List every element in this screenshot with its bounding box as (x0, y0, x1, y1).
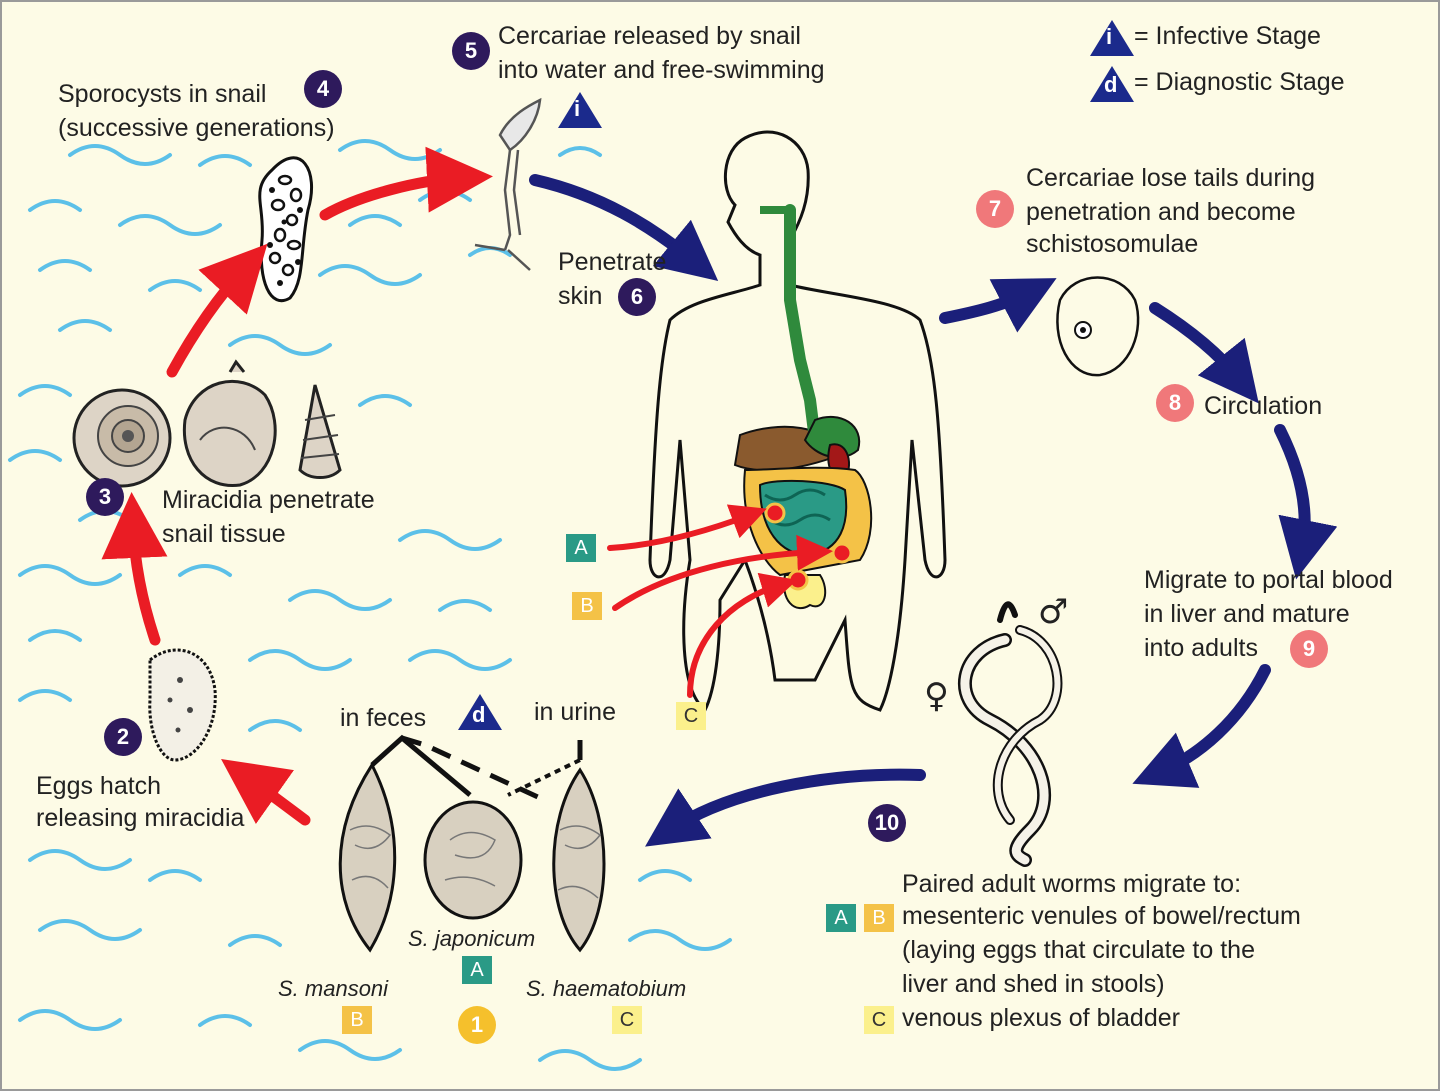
stage-10-site-b-box: B (864, 904, 894, 932)
stage-3-line-2: snail tissue (162, 520, 286, 548)
male-symbol-icon: ♂ (1038, 592, 1069, 632)
red-arrows (101, 146, 493, 826)
diagnostic-stage-letter: d (1104, 72, 1118, 97)
stage-5-line-2: into water and free-swimming (498, 56, 825, 84)
site-c-box: C (676, 702, 706, 730)
s-japonicum-label: S. japonicum (408, 926, 536, 951)
egg-illustrations (338, 761, 606, 953)
stage-1-number: 1 (458, 1006, 496, 1044)
female-symbol-icon: ♀ (924, 676, 949, 716)
diagnostic-stage-eggs-letter: d (472, 702, 486, 727)
stage-2-line-2: releasing miracidia (36, 804, 245, 832)
stage-9-line-2: in liver and mature (1144, 600, 1350, 628)
stage-7-line-2: penetration and become (1026, 198, 1296, 226)
site-a-box: A (566, 534, 596, 562)
sporocyst-illustration (258, 156, 314, 302)
site-a-box-japonicum: A (462, 956, 492, 984)
site-b-box-mansoni: B (342, 1006, 372, 1034)
s-haematobium-label: S. haematobium (526, 976, 687, 1001)
stage-10-line-4: liver and shed in stools) (902, 970, 1165, 998)
stage-5-number: 5 (452, 32, 490, 70)
cercaria-illustration (474, 97, 542, 271)
stage-9-line-3: into adults (1144, 634, 1258, 662)
stage-6-line-2: skin (558, 282, 603, 310)
stage-7-line-3: schistosomulae (1026, 230, 1199, 258)
stage-4-line-2: (successive generations) (58, 114, 335, 142)
stage-4-number: 4 (304, 70, 342, 108)
adult-worms-illustration (957, 601, 1063, 867)
stage-7-number: 7 (976, 190, 1014, 228)
s-mansoni-label: S. mansoni (278, 976, 389, 1001)
stage-8-number: 8 (1156, 384, 1194, 422)
site-b-box: B (572, 592, 602, 620)
stage-10-site-a-box: A (826, 904, 856, 932)
water-waves (8, 139, 732, 1071)
in-feces-label: in feces (340, 704, 427, 732)
stage-3-number: 3 (86, 478, 124, 516)
site-c-box-haematobium: C (612, 1006, 642, 1034)
stage-10-line-1: Paired adult worms migrate to: (902, 870, 1242, 898)
stage-5-line-1: Cercariae released by snail (498, 22, 801, 50)
miracidium-illustration (148, 648, 217, 762)
snail-illustrations (72, 359, 342, 488)
stage-10-line-2: mesenteric venules of bowel/rectum (902, 902, 1301, 930)
stage-8-label: Circulation (1204, 392, 1323, 420)
stage-4-line-1: Sporocysts in snail (58, 80, 267, 108)
stage-10-number: 10 (868, 804, 906, 842)
stage-2-number: 2 (104, 718, 142, 756)
diagnostic-stage-triangle-icon (1088, 64, 1136, 104)
infective-stage-letter: i (1106, 24, 1113, 49)
stage-3-line-1: Miracidia penetrate (162, 486, 375, 514)
stage-6-number: 6 (618, 278, 656, 316)
stage-9-line-1: Migrate to portal blood (1144, 566, 1393, 594)
blue-arrows (529, 174, 1338, 847)
stage-5-infective-letter: i (574, 96, 581, 121)
stage-10-site-c-box: C (864, 1006, 894, 1034)
in-urine-label: in urine (534, 698, 616, 726)
stage-7-line-1: Cercariae lose tails during (1026, 164, 1316, 192)
stage-6-line-1: Penetrate (558, 248, 667, 276)
red-arrows-sites (607, 504, 833, 698)
stage-10-line-3: (laying eggs that circulate to the (902, 936, 1255, 964)
egg-source-lines (370, 734, 583, 801)
stage-9-number: 9 (1290, 630, 1328, 668)
stage-2-line-1: Eggs hatch (36, 772, 162, 800)
stage-5-infective-triangle-icon (556, 90, 604, 130)
schistosomulum-illustration (1056, 276, 1140, 377)
infective-stage-label: = Infective Stage (1134, 22, 1321, 50)
stage-10-line-5: venous plexus of bladder (902, 1004, 1180, 1032)
diagnostic-stage-label: = Diagnostic Stage (1134, 68, 1345, 96)
infective-stage-triangle-icon (1088, 18, 1136, 58)
diagnostic-stage-eggs-triangle-icon (456, 692, 504, 732)
